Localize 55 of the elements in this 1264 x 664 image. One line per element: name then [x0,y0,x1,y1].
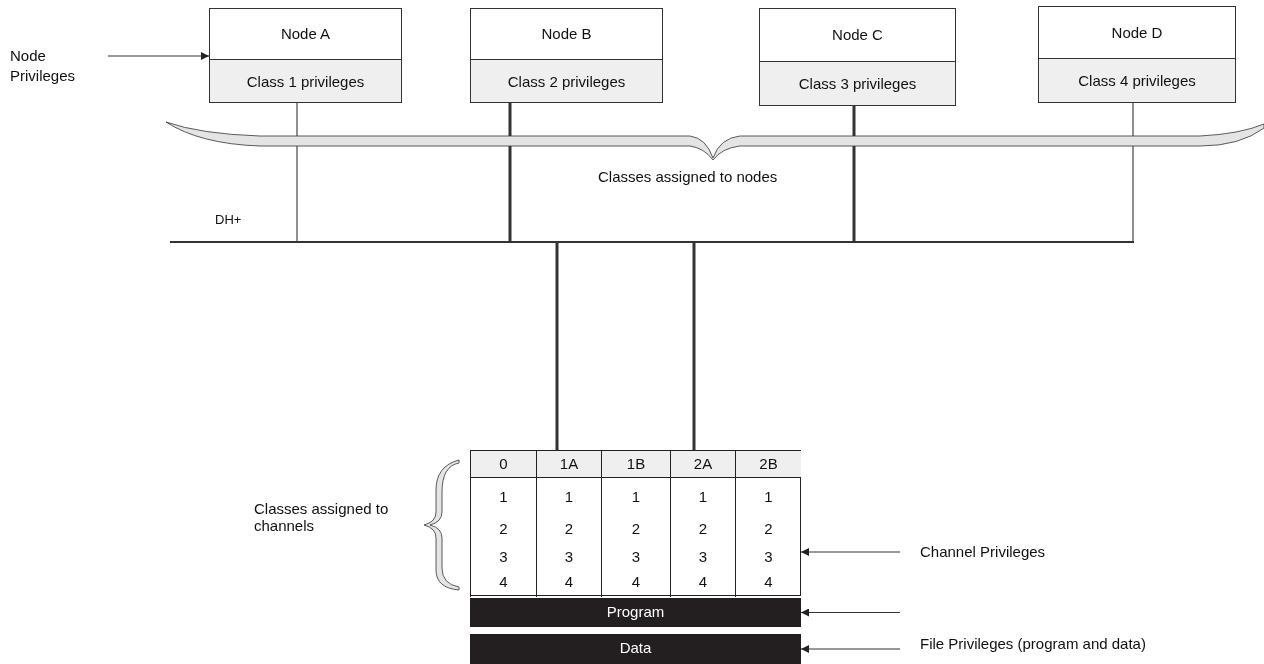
network-bus-line [170,241,1134,243]
file-bar [470,634,801,664]
file-bar [470,598,801,627]
class-number: 4 [631,573,641,590]
node-box [470,8,663,103]
class-number: 2 [631,520,641,537]
arrow [800,608,901,617]
class-number: 1 [764,488,773,505]
node-box [759,8,956,106]
file-type: Program [605,603,666,620]
class-number: 4 [764,573,773,590]
privilege-class: Class 2 privileges [471,59,662,102]
class-number: 2 [564,520,574,537]
connector-line [555,242,559,450]
node-box [1038,6,1236,103]
connector-line [508,103,512,242]
bus-name: DH+ [215,212,242,227]
class-number: 4 [698,573,708,590]
connector-line [296,102,298,243]
privilege-class: Class 4 privileges [1039,58,1235,102]
class-number: 1 [564,488,574,505]
connector-line [1132,102,1134,243]
connector-line [852,106,856,242]
class-number: 1 [698,488,708,505]
channel-header: 2B [759,455,778,472]
class-number: 3 [764,548,773,565]
arrow [800,645,901,653]
class-number: 2 [764,520,773,537]
privilege-label: File Privileges (program and data) [920,634,1147,654]
class-number: 4 [564,573,574,590]
privilege-class: Class 3 privileges [760,61,955,105]
arrow [107,52,210,60]
arrow [800,548,901,556]
node-box [209,8,402,103]
class-number: 1 [631,488,641,505]
note: Classes assigned to channels [254,500,390,534]
file-type: Data [618,639,653,656]
class-number: 1 [499,488,508,505]
channel-table [470,450,801,596]
channel-header: 0 [499,455,508,472]
channel-header: 1B [626,455,646,472]
class-number: 2 [698,520,708,537]
class-number: 3 [631,548,641,565]
note: Classes assigned to nodes [598,168,778,185]
class-number: 4 [499,573,508,590]
class-number: 3 [564,548,574,565]
class-number: 3 [698,548,708,565]
privilege-label: Node Privileges [10,46,77,86]
connector-line [692,242,696,450]
channel-header: 2A [693,455,713,472]
class-number: 2 [499,520,508,537]
privilege-label: Channel Privileges [920,542,1047,562]
privilege-class: Class 1 privileges [210,59,401,102]
channel-header: 1A [559,455,579,472]
class-number: 3 [499,548,508,565]
